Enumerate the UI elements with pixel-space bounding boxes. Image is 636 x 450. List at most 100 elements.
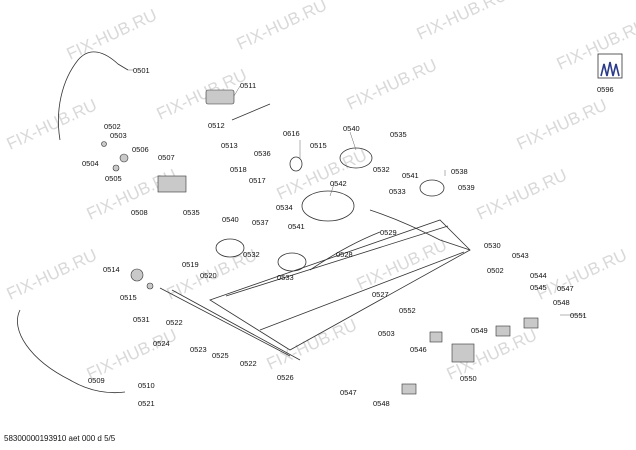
callout-0504: 0504 (82, 159, 99, 168)
callout-0538: 0538 (451, 167, 468, 176)
callout-0552: 0552 (399, 306, 416, 315)
callout-0534: 0534 (276, 203, 293, 212)
valve-0549 (495, 325, 511, 337)
callout-0517: 0517 (249, 176, 266, 185)
callout-layer: 0501 0511 0512 0502 0503 0504 0505 0506 0507 0513… (82, 66, 614, 408)
nozzle-0503 (101, 141, 107, 147)
callout-0545: 0545 (530, 283, 547, 292)
callout-0616: 0616 (283, 129, 300, 138)
watermark-text: FIX-HUB.RU (84, 325, 180, 383)
callout-0507: 0507 (158, 153, 175, 162)
valve-0546 (429, 331, 443, 343)
callout-0519: 0519 (182, 260, 199, 269)
callout-0523: 0523 (190, 345, 207, 354)
callout-0501: 0501 (133, 66, 150, 75)
burner-0532-a (339, 147, 373, 169)
flame-icon (600, 61, 620, 77)
callout-0596: 0596 (597, 85, 614, 94)
callout-0540: 0540 (222, 215, 239, 224)
callout-0542: 0542 (330, 179, 347, 188)
pipe-0528 (309, 231, 381, 271)
valve-0547 (401, 383, 417, 395)
callout-0530: 0530 (484, 241, 501, 250)
callout-0512: 0512 (208, 121, 225, 130)
callout-0540: 0540 (343, 124, 360, 133)
gas-pipe-0501 (58, 51, 129, 141)
nozzle-0506 (112, 164, 120, 172)
callout-0533: 0533 (389, 187, 406, 196)
frame-rail-a (225, 225, 449, 297)
watermark-text: FIX-HUB.RU (414, 0, 510, 44)
watermark-text: FIX-HUB.RU (534, 245, 630, 303)
callout-0533: 0533 (277, 273, 294, 282)
callout-0505: 0505 (105, 174, 122, 183)
manifold-0531 (159, 287, 291, 357)
callout-0508: 0508 (131, 208, 148, 217)
callout-0529: 0529 (380, 228, 397, 237)
callout-0549: 0549 (471, 326, 488, 335)
callout-0541: 0541 (288, 222, 305, 231)
bracket-0512 (231, 103, 271, 121)
watermark-text: FIX-HUB.RU (264, 315, 360, 373)
burner-0533-b (277, 252, 307, 272)
watermark-text: FIX-HUB.RU (514, 95, 610, 153)
callout-0535: 0535 (183, 208, 200, 217)
callout-0513: 0513 (221, 141, 238, 150)
connector-0511 (205, 89, 235, 105)
callout-0526: 0526 (277, 373, 294, 382)
nozzle-0505 (119, 153, 129, 163)
callout-0502: 0502 (104, 122, 121, 131)
burner-0534 (301, 190, 355, 222)
seal-0616 (289, 156, 303, 172)
manifold-0522 (171, 289, 301, 361)
callout-0502: 0502 (487, 266, 504, 275)
footer-code: 58300000193910 aet 000 d 5/5 (4, 434, 116, 443)
callout-0550: 0550 (460, 374, 477, 383)
callout-0537: 0537 (252, 218, 269, 227)
callout-0541: 0541 (402, 171, 419, 180)
watermark-text: FIX-HUB.RU (154, 65, 250, 123)
watermark-text: FIX-HUB.RU (234, 0, 330, 54)
gas-pipe-0509 (17, 309, 126, 394)
callout-0548: 0548 (553, 298, 570, 307)
callout-0522: 0522 (240, 359, 257, 368)
callout-0518: 0518 (230, 165, 247, 174)
pipe-0529 (369, 209, 471, 251)
callout-0509: 0509 (88, 376, 105, 385)
callout-0522: 0522 (166, 318, 183, 327)
watermark-text: FIX-HUB.RU (4, 95, 100, 153)
callout-0539: 0539 (458, 183, 475, 192)
callout-0532: 0532 (373, 165, 390, 174)
callout-0511: 0511 (240, 81, 256, 90)
watermark-text: FIX-HUB.RU (64, 5, 160, 63)
callout-0515: 0515 (120, 293, 137, 302)
watermark-text: FIX-HUB.RU (274, 145, 370, 203)
callout-0547: 0547 (557, 284, 574, 293)
callout-0515: 0515 (310, 141, 327, 150)
callout-0525: 0525 (212, 351, 229, 360)
watermark-text: FIX-HUB.RU (354, 235, 450, 293)
callout-0543: 0543 (512, 251, 529, 260)
callout-0503: 0503 (378, 329, 395, 338)
watermark-text: FIX-HUB.RU (344, 55, 440, 113)
callout-0510: 0510 (138, 381, 155, 390)
watermark-text: FIX-HUB.RU (554, 15, 636, 73)
callout-0546: 0546 (410, 345, 427, 354)
burner-0532-b (215, 238, 245, 258)
callout-0535: 0535 (390, 130, 407, 139)
callout-0548: 0548 (373, 399, 390, 408)
frame-rail-b (259, 251, 465, 331)
valve-0550 (451, 343, 475, 363)
callout-0520: 0520 (200, 271, 217, 280)
bracket-0507 (157, 175, 187, 193)
watermark-text: FIX-HUB.RU (474, 165, 570, 223)
ring-0515 (146, 282, 154, 290)
callout-0531: 0531 (133, 315, 150, 324)
callout-0544: 0544 (530, 271, 547, 280)
burner-0533 (419, 179, 445, 197)
callout-0524: 0524 (153, 339, 170, 348)
callout-0506: 0506 (132, 145, 149, 154)
callout-0521: 0521 (138, 399, 155, 408)
